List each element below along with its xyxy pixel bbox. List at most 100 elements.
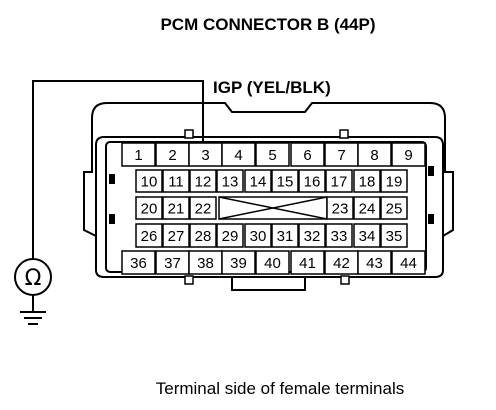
terminal-number: 30: [250, 228, 267, 245]
terminal-cell: 11: [162, 169, 190, 193]
terminal-number: 2: [168, 147, 176, 164]
terminal-number: 24: [359, 201, 376, 218]
terminal-cavity: [298, 223, 326, 248]
terminal-cell: 34: [353, 223, 381, 248]
terminal-number: 33: [331, 228, 348, 245]
terminal-cell: 26: [135, 223, 163, 248]
terminal-cavity: [380, 169, 408, 193]
terminal-cavity: [353, 196, 381, 220]
terminal-cavity: [216, 223, 244, 248]
terminal-cell: 39: [221, 250, 256, 275]
terminal-number: 11: [168, 174, 184, 191]
terminal-cavity: [290, 250, 325, 275]
terminal-cell: 7: [324, 142, 359, 167]
terminal-cell: 23: [326, 196, 354, 220]
terminal-cell: 40: [255, 250, 290, 275]
terminal-cell: 4: [221, 142, 256, 167]
terminal-number: 23: [332, 201, 349, 218]
terminal-number: 8: [370, 147, 378, 164]
terminal-cavity: [271, 223, 299, 248]
terminal-cell: 31: [271, 223, 299, 248]
terminal-cell: 18: [353, 169, 381, 193]
terminal-number: 31: [277, 228, 294, 245]
terminal-cavity: [216, 169, 244, 193]
terminal-cavity: [221, 142, 256, 167]
terminal-cavity: [255, 250, 290, 275]
terminal-cavity: [325, 223, 353, 248]
terminal-cavity: [135, 223, 163, 248]
blank-cavity-area: [218, 196, 328, 220]
terminal-cell: 10: [135, 169, 163, 193]
terminal-cavity: [353, 223, 381, 248]
terminal-number: 28: [195, 228, 212, 245]
terminal-cavity: [121, 142, 156, 167]
terminal-cavity: [391, 142, 426, 167]
terminal-cell: 8: [357, 142, 392, 167]
terminal-number: 43: [366, 255, 383, 272]
terminal-cavity: [244, 223, 272, 248]
terminal-number: 38: [197, 255, 214, 272]
terminal-cell: 27: [162, 223, 190, 248]
connector-housing: [83, 102, 454, 291]
terminal-number: 18: [359, 174, 376, 191]
terminal-number: 34: [359, 228, 376, 245]
terminal-cavity: [244, 169, 272, 193]
terminal-cell: 13: [216, 169, 244, 193]
diagram-caption: Terminal side of female terminals: [156, 379, 404, 398]
terminal-cavity: [121, 250, 156, 275]
terminal-cavity: [221, 250, 256, 275]
terminal-number: 42: [333, 255, 350, 272]
terminal-cell: 15: [271, 169, 299, 193]
terminal-number: 6: [303, 147, 311, 164]
terminal-cell: 38: [188, 250, 223, 275]
terminal-number: 5: [268, 147, 276, 164]
diagram-title: PCM CONNECTOR B (44P): [160, 15, 375, 34]
terminal-number: 19: [386, 174, 403, 191]
terminal-cell: 35: [380, 223, 408, 248]
terminal-cell: 41: [290, 250, 325, 275]
terminal-number: 15: [277, 174, 294, 191]
terminal-number: 13: [222, 174, 239, 191]
terminal-number: 10: [141, 174, 158, 191]
terminal-cell: 44: [391, 250, 426, 275]
terminal-number: 25: [386, 201, 403, 218]
terminal-cavity: [189, 169, 217, 193]
terminal-cell: 43: [357, 250, 392, 275]
terminal-cell: 17: [325, 169, 353, 193]
probe-label: IGP (YEL/BLK): [213, 78, 331, 97]
terminal-cell: 22: [189, 196, 217, 220]
terminal-number: 3: [201, 147, 209, 164]
terminal-number: 14: [250, 174, 267, 191]
terminal-cell: 33: [325, 223, 353, 248]
terminal-cell: 28: [189, 223, 217, 248]
terminal-cavity: [189, 223, 217, 248]
terminal-cavity: [271, 169, 299, 193]
terminal-number: 41: [299, 255, 316, 272]
terminal-cell: 16: [298, 169, 326, 193]
terminal-cell: 30: [244, 223, 272, 248]
ohmmeter-icon: Ω: [14, 258, 52, 296]
terminal-number: 37: [164, 255, 181, 272]
terminal-number: 4: [234, 147, 242, 164]
connector-keys: [109, 129, 434, 285]
terminal-number: 20: [141, 201, 158, 218]
terminal-cell: 24: [353, 196, 381, 220]
terminal-cavity: [357, 142, 392, 167]
terminal-cavity: [391, 250, 426, 275]
terminal-number: 16: [304, 174, 321, 191]
ohm-symbol: Ω: [25, 266, 42, 291]
terminal-cell: 19: [380, 169, 408, 193]
terminal-cell: 37: [155, 250, 190, 275]
terminal-cell: 5: [255, 142, 290, 167]
terminal-cell: 21: [162, 196, 190, 220]
terminal-number: 12: [195, 174, 212, 191]
terminal-number: 7: [337, 147, 345, 164]
terminal-cell: 42: [324, 250, 359, 275]
terminal-cavity: [135, 169, 163, 193]
terminal-cell: 9: [391, 142, 426, 167]
terminal-cell: 25: [380, 196, 408, 220]
terminal-cell: 1: [121, 142, 156, 167]
terminal-number: 35: [386, 228, 403, 245]
terminal-cell: 2: [155, 142, 190, 167]
